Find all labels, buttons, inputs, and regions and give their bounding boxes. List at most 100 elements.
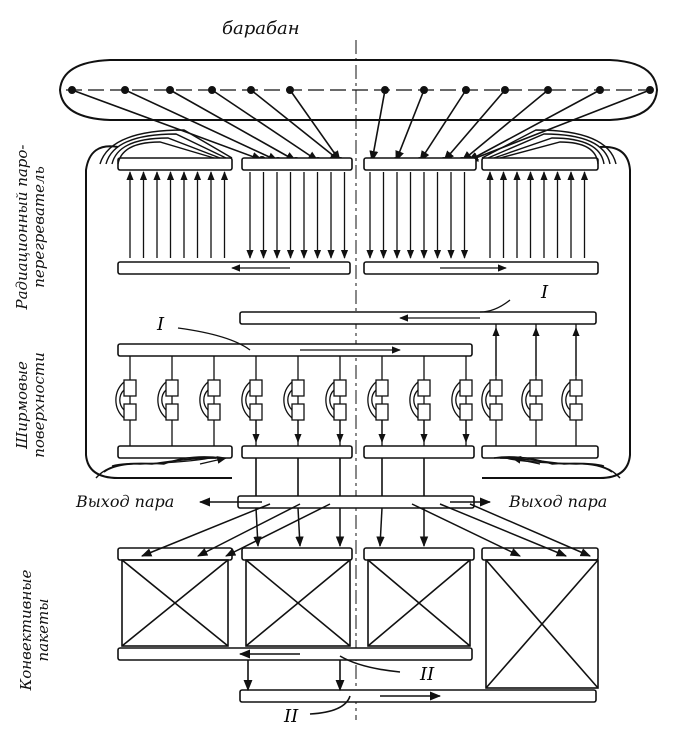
drum [58,59,659,121]
screen-bends [95,456,621,479]
marker-two-right: II [420,664,435,685]
screen-loop-outer [283,381,293,419]
drum-feed-pipe [250,89,341,162]
drum-feed-pipe [395,89,425,163]
radiation-upper-header [363,157,477,171]
radiation-tubes [126,171,589,272]
drum-feed-pipe [369,89,386,163]
drum-feed-pipe [124,89,280,162]
screen-loop-outer [481,381,491,419]
convective-label-line1: Конвективные [17,569,35,691]
screen-loop-inner [329,389,335,411]
screen-label-line2: поверхности [30,352,48,458]
screen-coil-upper [165,379,179,397]
screen-loop-outer [409,381,419,419]
screen-coil-upper [207,379,221,397]
radiation-bend-right [481,129,617,165]
screen-loop-outer [115,381,125,419]
radiation-upper-header [241,157,353,171]
screen-loop-inner [161,389,167,411]
screen-coil-upper [529,379,543,397]
drum-label: барабан [222,18,300,39]
cross-pipe [439,503,567,557]
convective-upper-header [241,547,353,561]
radiation-bend-left [117,141,215,165]
screen-coil-lower [569,403,583,421]
cross-pipe [376,507,385,548]
drum-feed-pipe [211,89,319,162]
screen-coil-lower [291,403,305,421]
cross-pipe [141,503,271,557]
convective-package [485,559,599,689]
radiation-superheater-label: Радиационный паро- перегреватель [13,132,48,322]
screen-bend-right [493,456,605,467]
marker-one-leader [479,299,511,313]
screen-coil-lower [417,403,431,421]
drum-feed-pipe [443,89,506,162]
screen-loop-inner [455,389,461,411]
package-diagonal [367,559,471,647]
cross-pipes [141,503,591,557]
screen-loop-outer [199,381,209,419]
drum-feed-pipe [71,89,264,161]
screen-coil-upper [333,379,347,397]
screen-loop-inner [287,389,293,411]
radiation-bend-left [105,133,227,165]
screen-coil-lower [207,403,221,421]
screen-coil-lower [529,403,543,421]
screen-loop-inner [485,389,491,411]
cross-pipe [225,503,331,557]
radiation-bends [99,129,617,165]
radiation-bend-right [487,133,611,165]
drum-feed-pipe [289,89,341,162]
convective-label-line2: пакеты [34,598,52,662]
screen-coil-upper [291,379,305,397]
radiation-bend-left [99,129,233,165]
screen-surfaces-label: Ширмовые поверхности [13,340,48,470]
screen-coil-upper [375,379,389,397]
radiation-label-line2: перегреватель [30,166,48,288]
screen-coil-lower [249,403,263,421]
screen-loop-outer [451,381,461,419]
screen-coil-upper [249,379,263,397]
drum-feed-pipe [419,89,467,162]
package-diagonal [245,559,351,647]
drum-feed-pipe [461,89,549,162]
marker-one-left: I [157,314,165,335]
convective-upper-header [363,547,475,561]
screen-loop-inner [371,389,377,411]
screen-loop-inner [413,389,419,411]
radiation-label-line1: Радиационный паро- [13,144,31,310]
screen-coil-lower [375,403,389,421]
convective-packages [117,547,599,715]
screen-bend-arrow [199,456,227,465]
package-diagonal [485,559,599,689]
steam-outlet-manifold [198,458,492,509]
radiation-headers [117,157,599,275]
steam-outlet-left-label: Выход пара [76,492,175,511]
steam-outlet-right-label: Выход пара [509,492,608,511]
convective-packages-label: Конвективные пакеты [17,550,52,710]
screen-label-line1: Ширмовые [13,361,31,449]
convective-upper-header [117,547,233,561]
radiation-upper-header [481,157,599,171]
screen-loop-inner [119,389,125,411]
screen-bend-arrow [511,456,541,465]
marker-two-leader [339,655,401,673]
screen-coil-upper [123,379,137,397]
screen-loop-inner [245,389,251,411]
cross-pipe [197,503,301,557]
screen-coil-lower [333,403,347,421]
marker-two-leader [309,695,351,715]
steam-outlet-header [237,495,475,509]
screen-loop-inner [525,389,531,411]
screen-loop-outer [367,381,377,419]
convective-package [121,559,229,647]
radiation-bend-left [111,137,221,165]
convective-package [245,559,351,647]
screen-lower-header [481,445,599,459]
cross-pipe [253,507,262,548]
screen-loop-inner [203,389,209,411]
convective-upper-header [481,547,599,561]
